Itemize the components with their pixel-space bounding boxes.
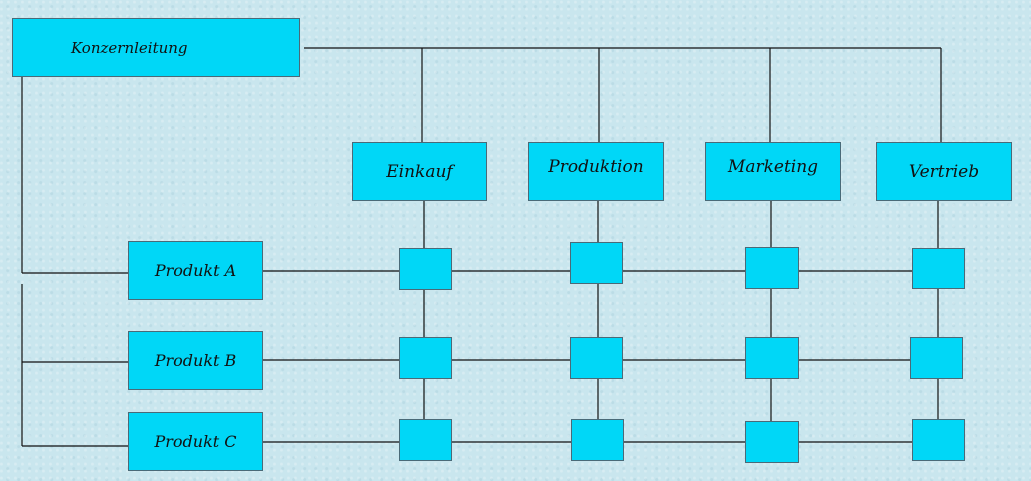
matrix-cell-b-vertrieb (910, 337, 963, 379)
matrix-cell-c-vertrieb (912, 419, 965, 461)
department-label: Vertrieb (908, 161, 980, 182)
product-a-box: Produkt A (128, 241, 263, 300)
department-vertrieb: Vertrieb (876, 142, 1012, 201)
matrix-cell-b-einkauf (399, 337, 452, 379)
matrix-cell-b-marketing (745, 337, 799, 379)
matrix-cell-a-marketing (745, 247, 799, 289)
department-einkauf: Einkauf (352, 142, 487, 201)
product-label: Produkt B (154, 351, 237, 370)
matrix-cell-a-vertrieb (912, 248, 965, 289)
product-label: Produkt A (154, 261, 237, 280)
product-c-box: Produkt C (128, 412, 263, 471)
department-marketing: Marketing (705, 142, 841, 201)
department-label: Marketing (727, 157, 819, 177)
matrix-cell-a-produktion (570, 242, 623, 284)
konzernleitung-box: Konzernleitung (12, 18, 300, 77)
matrix-cell-a-einkauf (399, 248, 452, 290)
department-label: Einkauf (386, 161, 453, 182)
matrix-cell-c-einkauf (399, 419, 452, 461)
product-b-box: Produkt B (128, 331, 263, 390)
matrix-cell-c-produktion (571, 419, 624, 461)
product-label: Produkt C (154, 432, 237, 451)
konzernleitung-label: Konzernleitung (71, 38, 188, 57)
department-produktion: Produktion (528, 142, 664, 201)
department-label: Produktion (548, 157, 644, 177)
matrix-cell-c-marketing (745, 421, 799, 463)
matrix-cell-b-produktion (570, 337, 623, 379)
